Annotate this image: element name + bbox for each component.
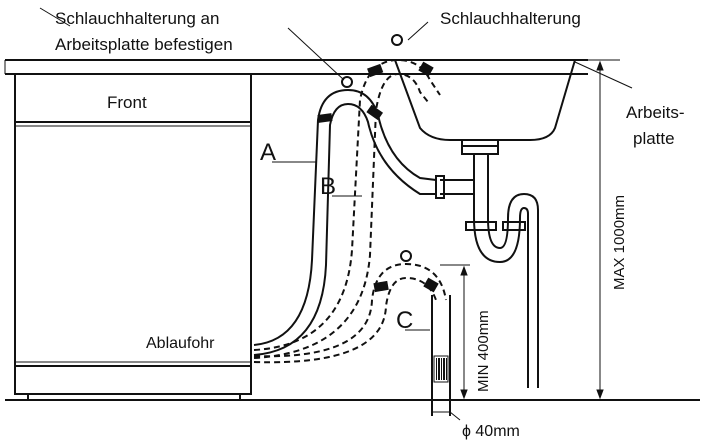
drain-pipe-barcode <box>433 355 449 383</box>
min-height-label: MIN 400mm <box>475 310 492 392</box>
hose-holder-label: Schlauchhalterung <box>440 9 581 28</box>
countertop-label: Arbeits- <box>626 103 685 122</box>
dishwasher-front-label: Front <box>107 93 147 112</box>
drain-ear-label: Ablaufohr <box>146 335 215 352</box>
hose-a <box>253 88 437 356</box>
max-height-label: MAX 1000mm <box>611 195 628 290</box>
hose-c-label: C <box>396 307 413 334</box>
hose-holder-hook-icon <box>341 34 412 262</box>
countertop-label-line2: platte <box>633 129 675 148</box>
min-height-dimension <box>440 264 470 400</box>
countertop <box>4 59 588 75</box>
hose-b <box>253 58 441 359</box>
hose-clamp-icon <box>317 61 439 293</box>
wall-drain-pipe <box>431 295 451 416</box>
diameter-dimension <box>432 411 461 421</box>
max-height-dimension <box>588 59 620 400</box>
hose-holder-countertop-label-line2: Arbeitsplatte befestigen <box>55 35 233 54</box>
sink-siphon <box>435 175 539 388</box>
sink-basin <box>394 59 576 218</box>
dishwasher-body <box>14 73 252 400</box>
hose-b-label: B <box>320 173 336 200</box>
diameter-label: ϕ 40mm <box>462 423 520 440</box>
leader-lines <box>39 7 633 331</box>
hose-holder-countertop-label: Schlauchhalterung an <box>55 9 219 28</box>
hose-a-label: A <box>260 139 276 166</box>
